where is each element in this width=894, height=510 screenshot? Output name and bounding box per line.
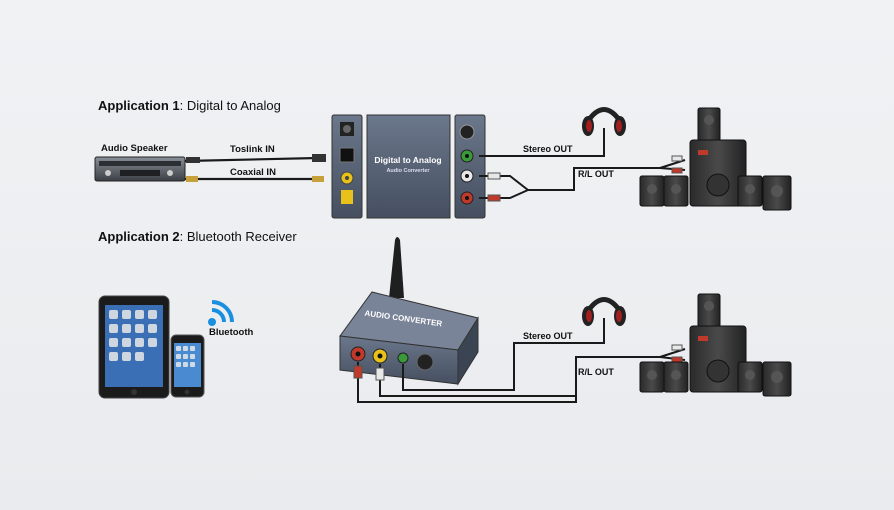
stereo-out-cable-2: [402, 318, 605, 391]
amplifier-icon: [94, 156, 186, 182]
rca-cables-1: [479, 155, 686, 202]
app1-title: Application 1: Digital to Analog: [98, 98, 281, 113]
smartphone-icon: [170, 334, 205, 398]
bluetooth-icon: [208, 300, 234, 326]
rca-cables-2: [353, 344, 686, 403]
headphones-icon: [582, 107, 626, 136]
coaxial-cable: [185, 176, 324, 182]
audio-speaker-label: Audio Speaker: [101, 143, 168, 154]
coaxial-label: Coaxial IN: [230, 167, 276, 178]
bluetooth-receiver-device: [339, 237, 479, 386]
toslink-label: Toslink IN: [230, 144, 275, 155]
dac-title: Digital to Analog: [374, 155, 441, 165]
headphones-icon-2: [582, 297, 626, 326]
dac-subtitle: Audio Converter: [386, 168, 430, 174]
bluetooth-label: Bluetooth: [209, 327, 254, 338]
tablet-icon: [98, 295, 170, 399]
app2-title: Application 2: Bluetooth Receiver: [98, 229, 297, 244]
stereo-out-label-1: Stereo OUT: [523, 144, 573, 154]
dac-converter-device: [331, 114, 486, 219]
speaker-system-icon-2: [639, 293, 792, 397]
rl-out-label-2: R/L OUT: [578, 367, 614, 377]
toslink-cable: [184, 154, 326, 163]
rl-out-label-1: R/L OUT: [578, 169, 614, 179]
speaker-system-icon: [639, 107, 792, 211]
stereo-out-label-2: Stereo OUT: [523, 331, 573, 341]
stereo-out-cable-1: [479, 128, 605, 157]
